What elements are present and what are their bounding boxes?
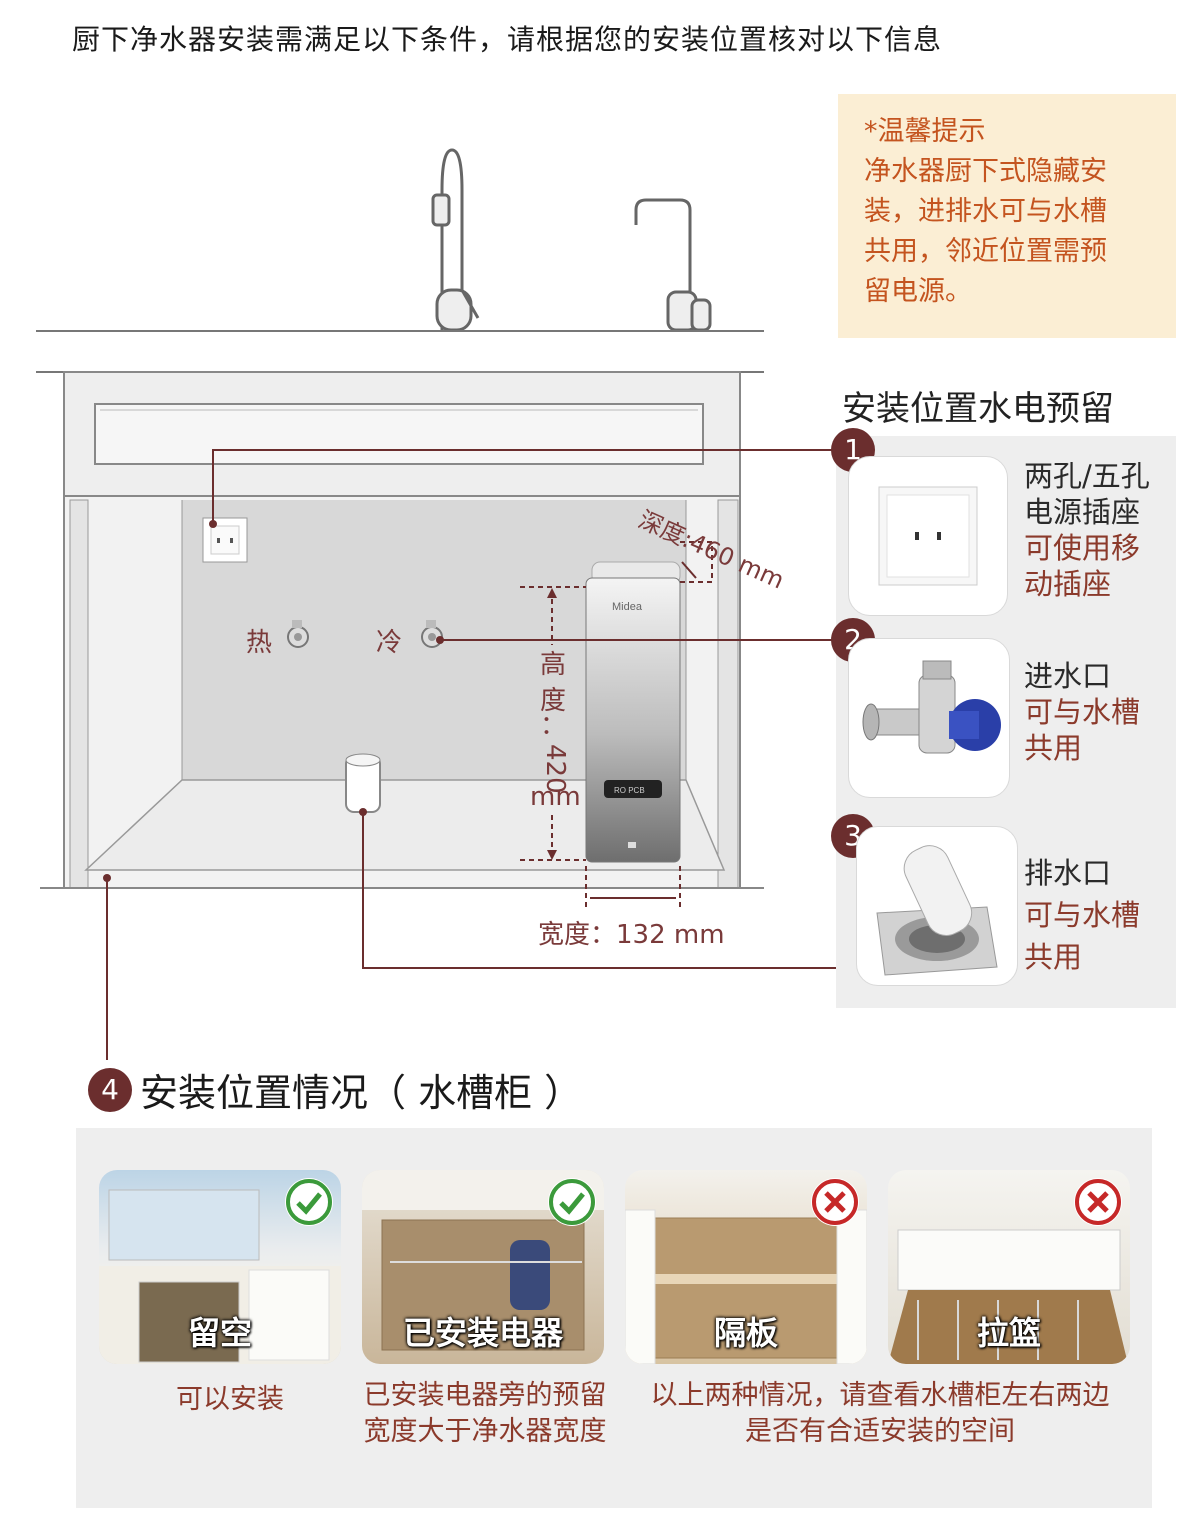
cold-label: 冷 — [376, 628, 403, 658]
section-title: 安装位置情况（ 水槽柜 ） — [140, 1071, 583, 1115]
floor-drain-icon — [876, 845, 998, 976]
case-card-empty: 留空 — [99, 1170, 341, 1364]
callout-number-1: 1 — [831, 428, 875, 472]
case-desc-appliance: 已安装电器旁的预留 宽度大于净水器宽度 — [350, 1378, 620, 1450]
height-label-3: ： — [540, 711, 567, 741]
case-desc-empty: 可以安装 — [120, 1382, 340, 1418]
empty-cabinet-illustration — [99, 1189, 341, 1364]
tip-line: 装，进排水可与水槽 — [864, 196, 1107, 227]
case-label: 拉篮 — [976, 1314, 1041, 1352]
desc-line: 可以安装 — [176, 1384, 284, 1415]
page-title: 厨下净水器安装需满足以下条件，请根据您的安装位置核对以下信息 — [72, 23, 943, 56]
socket-title-1: 两孔/五孔 — [1024, 459, 1150, 493]
case-card-basket: 拉篮 — [888, 1170, 1130, 1364]
inlet-text: 进水口 可与水槽 共用 — [1024, 658, 1140, 766]
purified-water-faucet-icon — [634, 198, 712, 332]
hot-valve-icon — [287, 620, 309, 648]
desc-line: 是否有合适安装的空间 — [745, 1416, 1015, 1447]
ok-check-icon — [285, 1178, 333, 1226]
tip-line: 共用，邻近位置需预 — [864, 236, 1107, 267]
height-unit: mm — [530, 782, 581, 812]
case-desc-unsuitable: 以上两种情况，请查看水槽柜左右两边 是否有合适安装的空间 — [630, 1378, 1130, 1450]
case-label: 留空 — [187, 1314, 252, 1352]
section-number-4: 4 — [88, 1068, 132, 1112]
case-card-shelf: 隔板 — [625, 1170, 867, 1364]
shelf-cabinet-illustration — [625, 1209, 867, 1364]
desc-line: 以上两种情况，请查看水槽柜左右两边 — [650, 1380, 1110, 1411]
tip-box: *温馨提示 净水器厨下式隐藏安 装，进排水可与水槽 共用，邻近位置需预 留电源。 — [838, 94, 1176, 338]
drain-image — [856, 826, 1018, 986]
no-cross-icon — [1074, 1178, 1122, 1226]
purifier-brand: Midea — [612, 601, 643, 613]
socket-image — [848, 456, 1008, 616]
socket-title-2: 电源插座 — [1024, 495, 1141, 529]
drain-desc-1: 可与水槽 — [1024, 898, 1141, 932]
inlet-desc-1: 可与水槽 — [1024, 695, 1141, 729]
power-socket-icon — [878, 486, 978, 586]
tip-line: 净水器厨下式隐藏安 — [864, 156, 1107, 187]
case-label: 隔板 — [713, 1314, 778, 1352]
tip-line: 留电源。 — [864, 276, 972, 307]
pull-basket-illustration — [888, 1229, 1128, 1364]
socket-desc-1: 可使用移 — [1024, 531, 1141, 565]
tip-heading: *温馨提示 — [864, 116, 986, 147]
inlet-title: 进水口 — [1024, 659, 1112, 693]
ok-check-icon — [548, 1178, 596, 1226]
drain-text: 排水口 可与水槽 共用 — [1024, 852, 1140, 978]
inlet-desc-2: 共用 — [1024, 731, 1083, 765]
case-card-appliance: 已安装电器 — [362, 1170, 604, 1364]
pull-out-faucet-icon — [431, 148, 480, 332]
drain-desc-2: 共用 — [1024, 940, 1083, 974]
height-label-1: 高 — [540, 650, 567, 680]
utility-section-title: 安装位置水电预留 — [842, 389, 1114, 429]
hot-label: 热 — [246, 628, 273, 658]
desc-line: 宽度大于净水器宽度 — [363, 1416, 607, 1447]
angle-valve-icon — [862, 660, 1001, 754]
drain-title: 排水口 — [1024, 856, 1112, 890]
width-label: 宽度：132 mm — [538, 920, 725, 950]
drain-pipe-icon — [345, 753, 381, 813]
purifier-display: RO PCB — [614, 786, 645, 795]
no-cross-icon — [811, 1178, 859, 1226]
desc-line: 已安装电器旁的预留 — [363, 1380, 607, 1411]
cabinet-diagram: Midea RO PCB — [36, 148, 851, 1060]
case-label: 已安装电器 — [402, 1314, 563, 1352]
socket-desc-2: 动插座 — [1024, 567, 1112, 601]
water-purifier-icon — [585, 561, 681, 863]
height-label-2: 度 — [540, 686, 567, 716]
socket-text: 两孔/五孔 电源插座 可使用移 动插座 — [1024, 458, 1150, 602]
inlet-image — [848, 638, 1010, 798]
